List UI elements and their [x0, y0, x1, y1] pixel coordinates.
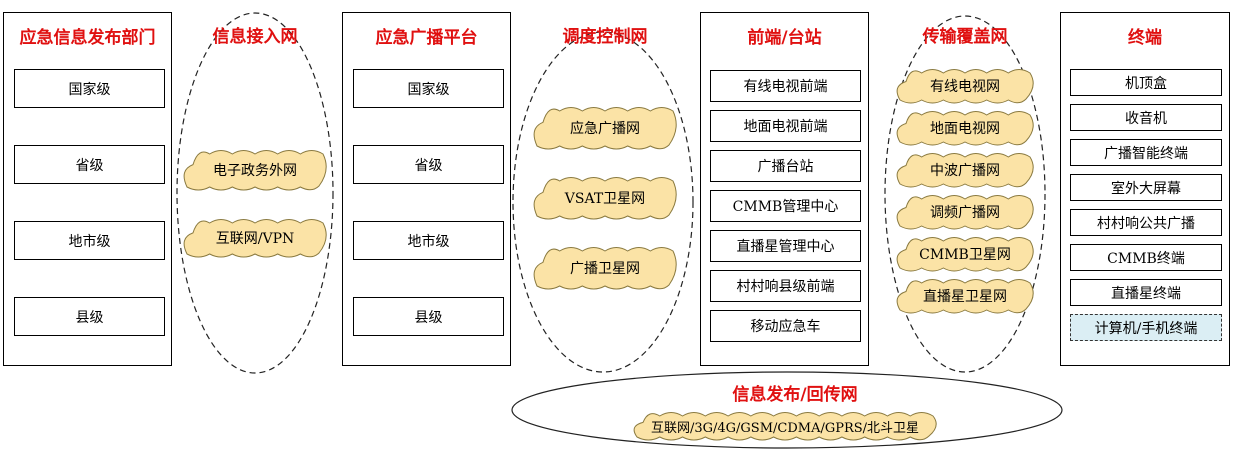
access-item: 电子政务外网: [213, 163, 297, 179]
cloud-transport-5: [896, 237, 1034, 272]
cloud-control-2: [533, 177, 677, 220]
terminal-item: CMMB终端: [1070, 244, 1222, 271]
terminal-item: 村村响公共广播: [1070, 209, 1222, 236]
dept-item: 县级: [14, 297, 165, 336]
transport-item: 直播星卫星网: [923, 289, 1007, 305]
cloud-access-2: [183, 219, 327, 258]
platform-item: 县级: [353, 297, 504, 336]
dept-item: 地市级: [14, 221, 165, 260]
platform-item: 国家级: [353, 69, 504, 108]
dept-item: 省级: [14, 145, 165, 184]
frontend-item: 直播星管理中心: [710, 230, 861, 262]
cloud-feedback: [633, 412, 937, 441]
frontend-item: 有线电视前端: [710, 70, 861, 102]
cloud-transport-2: [896, 111, 1034, 146]
frontend-item: 村村响县级前端: [710, 270, 861, 302]
frontend-item: 地面电视前端: [710, 110, 861, 142]
terminal-item-highlighted: 计算机/手机终端: [1070, 314, 1222, 341]
column-title-frontend: 前端/台站: [747, 28, 822, 48]
transport-item: 中波广播网: [930, 163, 1000, 179]
cloud-control-3: [533, 247, 677, 290]
terminal-item: 机顶盒: [1070, 69, 1222, 96]
terminal-item: 收音机: [1070, 104, 1222, 131]
platform-item: 地市级: [353, 221, 504, 260]
column-title-access: 信息接入网: [212, 27, 298, 47]
frontend-item: 广播台站: [710, 150, 861, 182]
transport-item: 地面电视网: [930, 121, 1000, 137]
feedback-network: 互联网/3G/4G/GSM/CDMA/GPRS/北斗卫星: [650, 420, 920, 436]
transport-item: 调频广播网: [930, 205, 1000, 221]
terminal-item: 室外大屏幕: [1070, 174, 1222, 201]
cloud-transport-4: [896, 195, 1034, 230]
ellipse-access: [176, 12, 334, 374]
control-item: 应急广播网: [570, 121, 640, 137]
terminal-item: 直播星终端: [1070, 279, 1222, 306]
column-title-transport: 传输覆盖网: [922, 27, 1008, 47]
cloud-transport-3: [896, 153, 1034, 188]
column-dept: 应急信息发布部门 国家级 省级 地市级 县级: [3, 12, 172, 366]
dept-item: 国家级: [14, 69, 165, 108]
column-terminal: 终端 机顶盒 收音机 广播智能终端 室外大屏幕 村村响公共广播 CMMB终端 直…: [1060, 12, 1230, 366]
frontend-item: 移动应急车: [710, 310, 861, 342]
cloud-transport-6: [896, 279, 1034, 314]
column-title-dept: 应急信息发布部门: [19, 28, 156, 48]
ellipse-transport: [884, 15, 1046, 373]
column-platform: 应急广播平台 国家级 省级 地市级 县级: [342, 12, 511, 366]
control-item: 广播卫星网: [570, 261, 640, 277]
access-item: 互联网/VPN: [215, 231, 295, 247]
transport-item: 有线电视网: [930, 79, 1000, 95]
transport-item: CMMB卫星网: [919, 247, 1011, 263]
column-title-control: 调度控制网: [562, 27, 648, 47]
cloud-access-1: [183, 150, 327, 191]
ellipse-control: [512, 31, 694, 373]
feedback-title: 信息发布/回传网: [732, 385, 858, 405]
frontend-item: CMMB管理中心: [710, 190, 861, 222]
cloud-transport-1: [896, 69, 1034, 104]
column-title-platform: 应急广播平台: [375, 28, 478, 48]
cloud-control-1: [533, 107, 677, 150]
terminal-item: 广播智能终端: [1070, 139, 1222, 166]
column-frontend: 前端/台站 有线电视前端 地面电视前端 广播台站 CMMB管理中心 直播星管理中…: [700, 12, 869, 366]
column-title-terminal: 终端: [1128, 28, 1162, 48]
platform-item: 省级: [353, 145, 504, 184]
control-item: VSAT卫星网: [564, 191, 646, 207]
